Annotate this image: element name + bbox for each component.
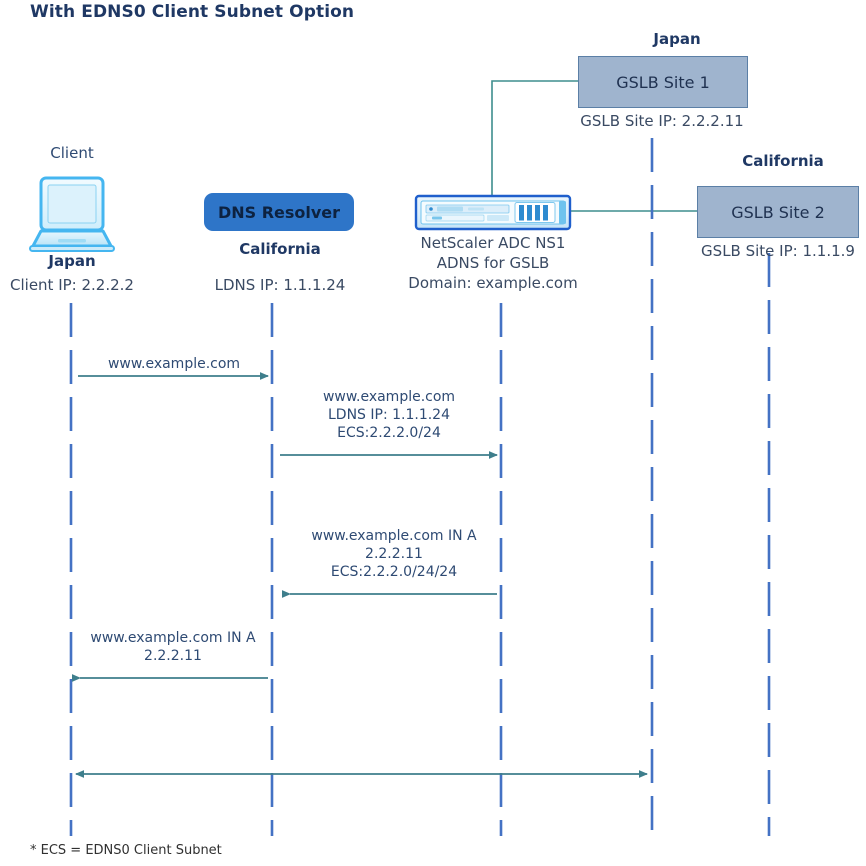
appliance-icon [414,194,572,231]
message-3-line-3: ECS:2.2.2.0/24/24 [330,564,458,580]
netscaler-line2-label: ADNS for GSLB [436,254,550,272]
message-4-line-2: 2.2.2.11 [144,648,202,664]
message-4-line-1: www.example.com IN A [90,630,256,646]
laptop-icon [29,176,115,252]
site2-ip-label: GSLB Site IP: 1.1.1.9 [701,242,855,260]
gslb-site-1-label: GSLB Site 1 [616,72,710,92]
gslb-site-2-label: GSLB Site 2 [731,202,825,222]
dns-resolver-node[interactable]: DNS Resolver [204,193,354,231]
site1-ip-label: GSLB Site IP: 2.2.2.11 [580,112,744,130]
message-3-line-2: 2.2.2.11 [365,546,423,562]
page-title: With EDNS0 Client Subnet Option [30,2,355,22]
footnote-label: * ECS = EDNS0 Client Subnet [30,843,222,858]
client-region-label: Japan [48,252,96,270]
site2-region-label: California [742,152,824,170]
message-1-line-1: www.example.com [107,356,241,372]
dns-resolver-label: DNS Resolver [217,202,341,222]
netscaler-line3-label: Domain: example.com [408,274,578,292]
resolver-ip-label: LDNS IP: 1.1.1.24 [214,276,346,294]
resolver-region-label: California [239,240,321,258]
gslb-site-1-node[interactable]: GSLB Site 1 [578,56,748,108]
message-3-line-1: www.example.com IN A [311,528,477,544]
gslb-site-2-node[interactable]: GSLB Site 2 [697,186,859,238]
site1-region-label: Japan [653,30,701,48]
client-ip-label: Client IP: 2.2.2.2 [10,276,134,294]
link-netscaler-to-site1 [491,80,578,210]
client-name-label: Client [50,144,94,162]
message-2-line-3: ECS:2.2.2.0/24 [337,425,441,441]
message-2-line-2: LDNS IP: 1.1.1.24 [327,407,450,423]
netscaler-line1-label: NetScaler ADC NS1 [420,234,566,252]
message-2-line-1: www.example.com [322,389,456,405]
